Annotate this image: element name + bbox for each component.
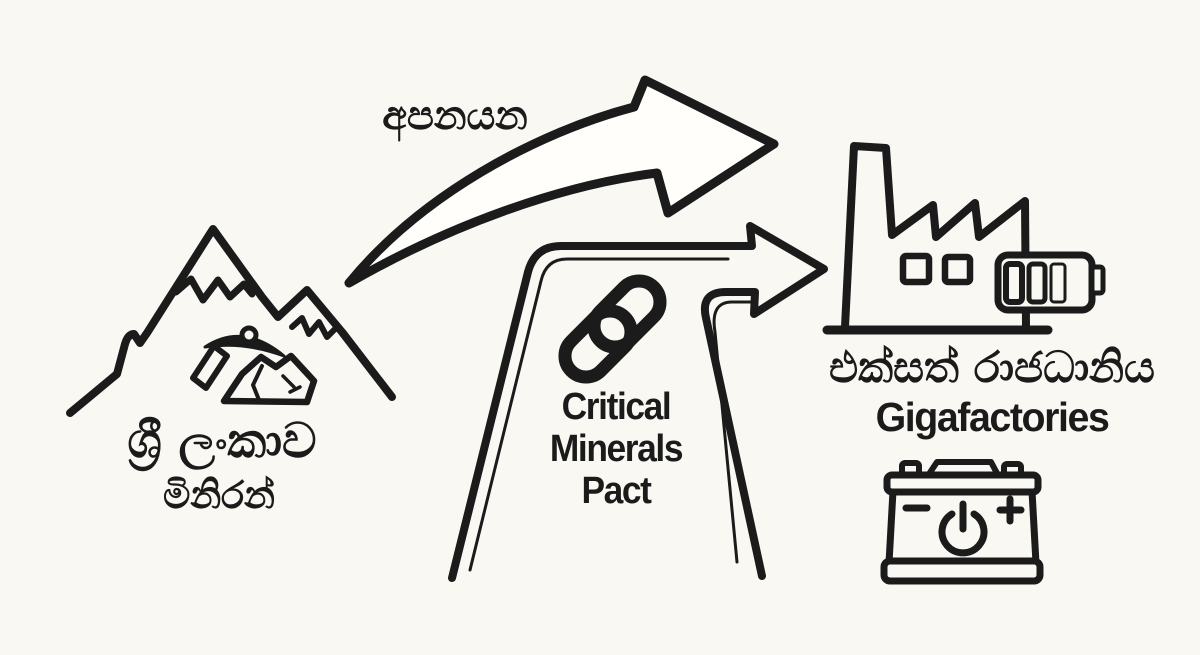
destination-country-label: එක්සත් රාජධානිය: [829, 343, 1155, 393]
road-outline-icon: [448, 222, 828, 582]
export-arrow-label: අපනයන: [382, 93, 528, 139]
road-inner-line-left-icon: [468, 257, 730, 572]
pact-label: Critical Minerals Pact: [549, 386, 684, 512]
road-arrow-icon: [448, 222, 828, 582]
battery-level-icon: [994, 251, 1106, 314]
snow-line-2-icon: [289, 315, 341, 340]
chain-link-lower-icon: [558, 304, 638, 384]
chain-link-icon: [558, 274, 667, 384]
rock-crack-2-icon: [281, 374, 302, 394]
snow-line-icon: [172, 275, 256, 304]
car-battery-lid-icon: [883, 471, 1042, 496]
battery-bar-icon: [1003, 261, 1025, 305]
destination-factories-label: Gigafactories: [875, 394, 1110, 440]
source-country-label: ශ්‍රී ලංකාව: [127, 413, 317, 469]
battery-bar-3-icon: [1049, 262, 1067, 304]
road-inner-line-right-icon: [712, 300, 755, 564]
rock-crack-icon: [251, 364, 264, 402]
car-battery-icon: [880, 459, 1044, 585]
curved-export-arrow-icon: [344, 75, 779, 288]
pact-label-line3: Pact: [581, 470, 651, 512]
pickaxe-head-icon: [203, 334, 286, 358]
chain-link-upper-icon: [587, 274, 667, 354]
plus-sign-icon: [996, 495, 1025, 525]
mountain-mining-icon: [66, 225, 396, 417]
pact-label-line1: Critical: [561, 386, 672, 428]
factory-outline-icon: [841, 142, 1030, 331]
ore-rock-icon: [220, 352, 318, 406]
factory-window-2-icon: [941, 253, 974, 286]
factory-window-icon: [899, 252, 933, 286]
battery-bar-2-icon: [1026, 261, 1048, 305]
pickaxe-handle-icon: [190, 343, 230, 391]
source-mineral-label: මිනිරන්: [163, 473, 275, 517]
car-battery-base-icon: [880, 557, 1044, 585]
mountain-outline-icon: [66, 225, 396, 417]
pickaxe-knob-icon: [239, 325, 259, 345]
power-symbol-icon: [938, 500, 988, 557]
factory-icon: [822, 142, 1106, 335]
battery-terminal-icon: [1089, 264, 1106, 296]
pact-label-line2: Minerals: [549, 428, 684, 470]
